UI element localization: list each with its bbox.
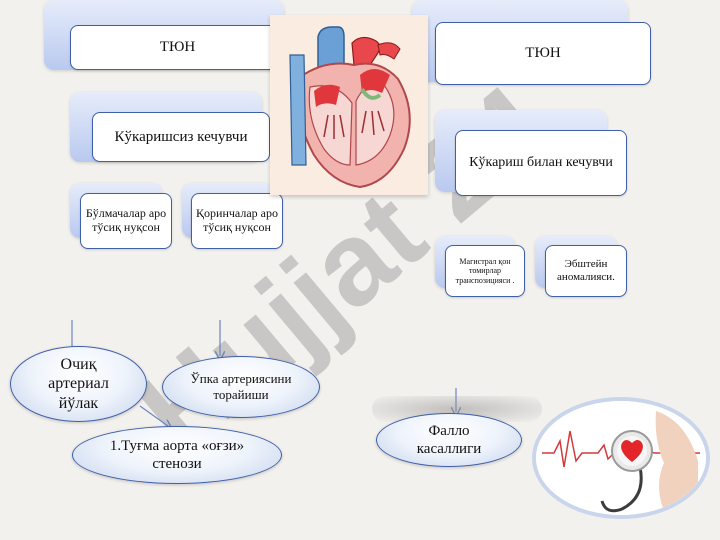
arrow-aortic <box>139 405 168 426</box>
fallot-label: Фалло касаллиги <box>416 423 482 457</box>
open-duct-ellipse: Очиқ артериал йўлак <box>10 346 147 422</box>
right-category-card: Кўкариш билан кечувчи <box>455 130 627 196</box>
heart-anatomy-icon <box>289 26 411 189</box>
left-sub2-label: Қоринчалар аро тўсиқ нуқсон <box>196 206 278 234</box>
aortic-label: 1.Туғма аорта «оғзи» стенози <box>109 438 245 472</box>
left-sub2-card: Қоринчалар аро тўсиқ нуқсон <box>191 193 283 249</box>
aortic-ellipse: 1.Туғма аорта «оғзи» стенози <box>72 426 282 484</box>
right-header-label: ТЮН <box>525 45 561 61</box>
right-category-label: Кўкариш билан кечувчи <box>469 154 613 170</box>
right-sub2-card: Эбштейн аномалияси. <box>545 245 627 297</box>
open-duct-label: Очиқ артериал йўлак <box>48 356 109 412</box>
left-header-label: ТЮН <box>159 39 196 55</box>
left-sub1-label: Бўлмачалар аро тўсиқ нуқсон <box>85 206 167 234</box>
right-sub1-card: Магистрал қон томирлар транспозицияси . <box>445 245 525 297</box>
right-header-card: ТЮН <box>435 22 651 85</box>
heart-illustration <box>270 15 428 195</box>
left-category-card: Кўкаришсиз кечувчи <box>92 112 270 162</box>
right-sub2-label: Эбштейн аномалияси. <box>557 257 615 283</box>
fallot-ellipse: Фалло касаллиги <box>376 413 522 467</box>
pulmonary-label: Ўпка артериясини торайиши <box>190 371 292 402</box>
left-sub1-card: Бўлмачалар аро тўсиқ нуқсон <box>80 193 172 249</box>
pulmonary-ellipse: Ўпка артериясини торайиши <box>162 356 320 418</box>
left-category-label: Кўкаришсиз кечувчи <box>114 128 248 145</box>
stethoscope-photo <box>532 397 710 519</box>
left-header-card: ТЮН <box>70 25 285 70</box>
stethoscope-heart-icon <box>536 401 706 515</box>
right-sub1-label: Магистрал қон томирлар транспозицияси . <box>455 256 515 285</box>
